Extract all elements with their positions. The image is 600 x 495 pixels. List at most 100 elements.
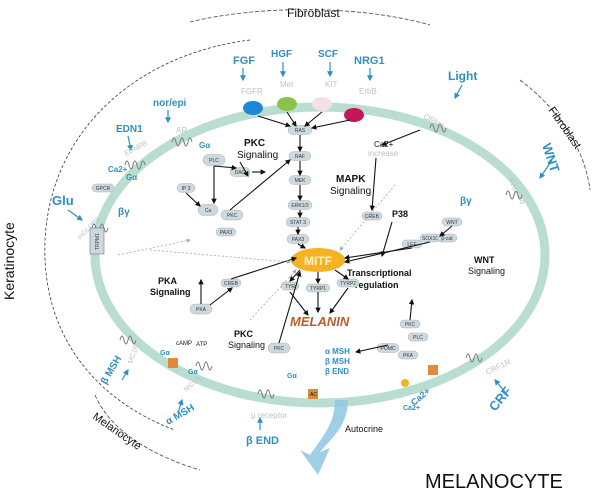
receptor-mc1r-a: MC1R [127, 344, 140, 365]
svg-text:PKA: PKA [196, 307, 207, 313]
pathway-arrow [239, 161, 249, 177]
ca2-left: Ca2+ [108, 165, 128, 174]
crosstalk-arrow [149, 249, 291, 264]
svg-text:MEK: MEK [295, 178, 307, 184]
svg-text:TYR: TYR [285, 284, 295, 290]
svg-text:LEF: LEF [407, 242, 416, 248]
node-tyr: TYR [280, 281, 300, 291]
mitf-node [291, 248, 345, 272]
secreted-amsh: α MSH [325, 347, 350, 356]
autocrine-label: Autocrine [345, 424, 383, 434]
node-erk: ERK1/2 [287, 200, 313, 210]
svg-text:TYRP2: TYRP2 [340, 281, 356, 287]
pathway-arrow [286, 111, 297, 127]
pkc-signaling-top-1: PKC [244, 138, 265, 149]
node-plc-right: PLC [407, 332, 429, 342]
pathway-arrow [297, 243, 306, 249]
svg-text:STAT 3: STAT 3 [290, 220, 306, 226]
ligand-glu: Glu [52, 193, 74, 208]
fibroblast-top-label: Fibroblast [287, 6, 340, 20]
ligand-norlepi: nor/epi [153, 98, 187, 109]
node-gpcr-left: GPCR [91, 183, 115, 193]
ligand-arrows [67, 62, 553, 430]
pathway-arrow [213, 164, 238, 171]
ligand-scf: SCF [318, 49, 338, 60]
svg-text:PLC: PLC [209, 158, 219, 164]
pathway-arrow [369, 157, 377, 212]
node-wnt-node: WNT [441, 217, 463, 227]
pathway-arrow [343, 247, 413, 261]
ligand-nrg1: NRG1 [354, 55, 385, 67]
pathway-arrow [304, 111, 323, 127]
ligand-light: Light [448, 69, 477, 83]
ga-top: Gα [199, 141, 210, 150]
by-right: βγ [460, 196, 472, 207]
pathway-arrow [343, 241, 431, 264]
pathway-arrow [329, 287, 349, 314]
receptor-mu: μ receptor [251, 411, 288, 420]
node-stat3: STAT 3 [285, 217, 311, 227]
ac-box-right [428, 365, 438, 375]
node-pka-right: PKA [397, 350, 419, 360]
node-pomc: POMC [376, 343, 400, 353]
receptor-kit: KIT [325, 80, 338, 89]
pathway-arrow [278, 270, 302, 344]
ligand-crf: CRF [486, 384, 515, 414]
crosstalk-arrow [117, 238, 191, 256]
svg-text:IP 3: IP 3 [182, 186, 191, 192]
fgfr-receptor-icon [243, 101, 263, 115]
secreted-bend: β END [325, 367, 349, 376]
ga-pka: Gα [160, 350, 170, 357]
pathway-arrow [439, 225, 453, 237]
ac-label: AC [310, 392, 317, 398]
svg-text:PKC: PKC [274, 346, 285, 352]
keratinocyte-boundary-arc [44, 39, 251, 431]
receptor-met: Met [280, 80, 294, 89]
pathway-arrow [354, 344, 389, 354]
node-pkc-right: PKC [399, 319, 421, 329]
kit-receptor-icon [312, 97, 332, 111]
svg-text:DAG: DAG [235, 170, 246, 176]
ca2-bottom: Ca2+ [403, 405, 420, 412]
melanin-label: MELANIN [290, 314, 350, 329]
melanocyte-main-label: MELANOCYTE [425, 471, 563, 493]
autocrine-arrow [300, 400, 348, 475]
svg-text:PKC: PKC [405, 322, 416, 328]
ac-box-left [168, 358, 178, 368]
node-raf: RAF [288, 151, 312, 161]
fibroblast-top-arc [189, 9, 431, 26]
svg-text:TYRP1: TYRP1 [310, 286, 326, 292]
melanocyte-left-arc [94, 394, 201, 471]
node-ras: RAS [287, 125, 313, 135]
keratinocyte-label: Keratinocyte [1, 222, 17, 300]
node-ca-int: Ca [197, 204, 219, 216]
node-pax3: PAX3 [286, 234, 310, 244]
trpm1-label: TRPM1 [95, 233, 101, 250]
ligand-fgf: FGF [233, 55, 255, 67]
svg-text:CREB: CREB [365, 214, 380, 220]
node-mek: MEK [288, 175, 312, 185]
mapk-signaling-2: Signaling [330, 186, 371, 197]
ligand-bmsh-left: β MSH [99, 354, 124, 386]
receptor-ednrb: EDNRB [124, 140, 149, 158]
node-plc-top: PLC [202, 154, 226, 166]
pathway-arrow [229, 159, 291, 211]
svg-text:ERK1/2: ERK1/2 [291, 203, 308, 209]
svg-text:PAX3: PAX3 [220, 230, 233, 236]
node-pkc-bottom: PKC [267, 342, 291, 354]
receptor-erbb: ErbB [359, 87, 377, 96]
svg-text:Ca: Ca [205, 208, 212, 214]
melanocyte-left-label: Melanocyte [90, 411, 143, 453]
svg-text:PKC: PKC [227, 213, 238, 219]
pkc-signaling-top-2: Signaling [237, 150, 278, 161]
signaling-arrows [117, 111, 453, 354]
atp-label: ATP [196, 342, 207, 348]
svg-text:RAF: RAF [295, 154, 305, 160]
svg-text:CREB: CREB [224, 281, 239, 287]
met-receptor-icon [277, 97, 297, 111]
node-pax3-l: PAX3 [215, 227, 237, 237]
receptor-ar: AR [176, 126, 187, 135]
erbb-receptor-icon [344, 108, 364, 122]
node-tyrp2: TYRP2 [336, 278, 360, 288]
